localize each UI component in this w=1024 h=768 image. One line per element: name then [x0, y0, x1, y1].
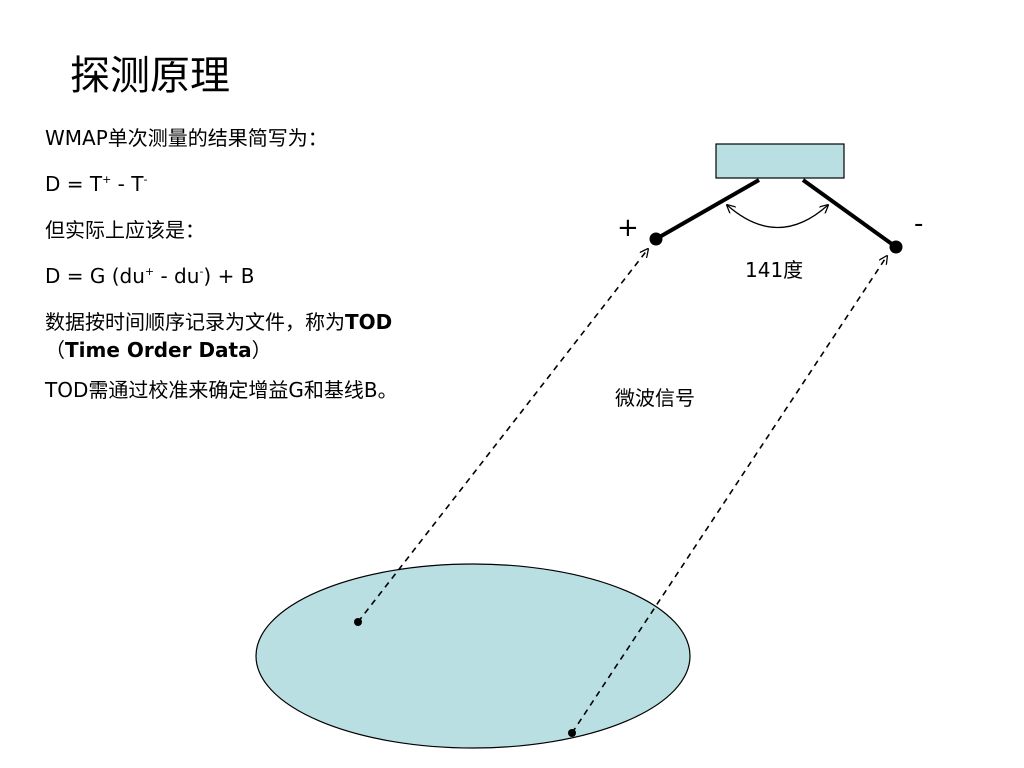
signal-label: 微波信号 [615, 386, 695, 410]
equation-full-prefix: D = G (du [45, 264, 145, 288]
actual-text: 但实际上应该是： [45, 218, 205, 242]
text-line-measurement: WMAP单次测量的结果简写为： [45, 124, 515, 152]
minus-label: - [914, 209, 923, 239]
tod-bold: TOD [345, 310, 393, 334]
tod-text: 数据按时间顺序记录为文件，称为 [45, 310, 345, 334]
content-text: WMAP单次测量的结果简写为： D = T+ - T- 但实际上应该是： D =… [45, 124, 515, 422]
sky-point-minus [568, 729, 576, 737]
measurement-text: WMAP单次测量的结果简写为： [45, 126, 328, 150]
tod-paren-open: （ [45, 338, 65, 362]
equation-full-mid: - du [154, 264, 200, 288]
horn-end-plus [649, 232, 663, 246]
equation-simple-mid: - T [111, 172, 144, 196]
equation-simple: D = T+ - T- [45, 170, 515, 198]
text-line-actual: 但实际上应该是： [45, 216, 515, 244]
equation-simple-sup-plus: + [102, 173, 112, 186]
text-tod-definition: 数据按时间顺序记录为文件，称为TOD （Time Order Data） [45, 308, 515, 364]
angle-arc [727, 205, 828, 229]
sky-point-plus [354, 618, 362, 626]
signal-path-plus [357, 249, 648, 623]
tod-expansion: Time Order Data [65, 338, 252, 362]
equation-full: D = G (du+ - du-) + B [45, 262, 515, 290]
horn-arm-minus [801, 178, 898, 249]
slide-title: 探测原理 [70, 53, 230, 99]
sky-region [255, 563, 691, 749]
horn-end-minus [889, 240, 903, 254]
plus-label: + [617, 213, 639, 243]
tod-line-2: （Time Order Data） [45, 336, 515, 364]
equation-simple-prefix: D = T [45, 172, 103, 196]
equation-full-sup-plus: + [144, 265, 155, 278]
signal-path-minus [571, 256, 887, 734]
tod-paren-close: ） [251, 338, 272, 362]
text-calibration: TOD需通过校准来确定增益G和基线B。 [45, 376, 515, 404]
equation-full-suffix: ) + B [203, 264, 255, 288]
equation-full-sup-minus: - [199, 265, 204, 278]
calibration-text: TOD需通过校准来确定增益G和基线B。 [45, 378, 398, 402]
horn-arm-plus [655, 178, 760, 241]
tod-line-1: 数据按时间顺序记录为文件，称为TOD [45, 308, 515, 336]
satellite-body [715, 143, 845, 179]
angle-label: 141度 [745, 258, 803, 282]
equation-simple-sup-minus: - [143, 173, 148, 186]
